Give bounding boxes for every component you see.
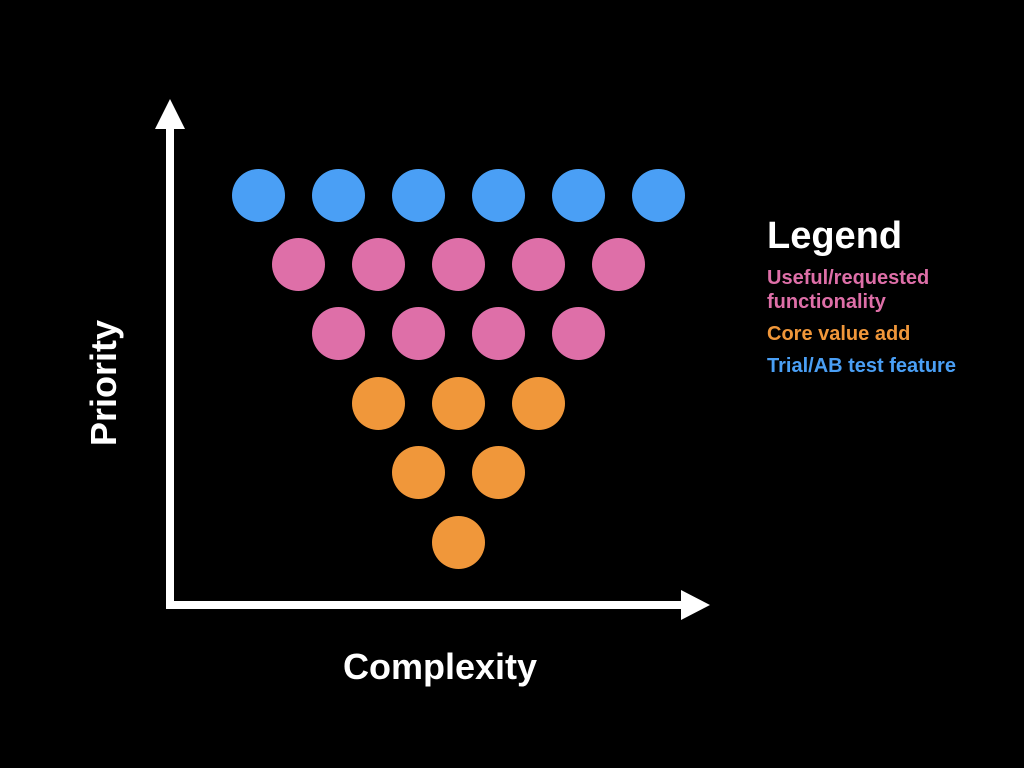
y-axis-arrow-icon — [155, 99, 185, 129]
legend-title: Legend — [767, 215, 903, 257]
data-dot-pink — [431, 237, 485, 291]
data-dot-blue — [311, 168, 365, 222]
data-dot-orange — [391, 446, 445, 500]
x-axis-label: Complexity — [342, 646, 538, 687]
data-dot-orange — [351, 376, 405, 430]
data-dot-pink — [471, 307, 525, 361]
data-dot-orange — [471, 446, 525, 500]
data-dot-orange — [431, 515, 485, 569]
data-dot-blue — [551, 168, 605, 222]
data-dot-blue — [391, 168, 445, 222]
data-dot-blue — [231, 168, 285, 222]
x-axis-arrow-icon — [681, 590, 710, 620]
data-dot-orange — [511, 376, 565, 430]
x-axis-line — [166, 601, 683, 609]
y-axis-line — [166, 124, 174, 609]
legend-item-useful-requested: Useful/requested functionality — [767, 266, 930, 313]
legend: Legend Useful/requested functionality Co… — [767, 215, 997, 386]
data-dot-pink — [311, 307, 365, 361]
legend-item-trial-ab: Trial/AB test feature — [767, 354, 956, 377]
data-dot-pink — [551, 307, 605, 361]
data-dot-pink — [511, 237, 565, 291]
data-dot-blue — [471, 168, 525, 222]
data-dot-orange — [431, 376, 485, 430]
legend-item-core-value: Core value add — [767, 322, 911, 345]
data-dot-pink — [351, 237, 405, 291]
data-dot-pink — [591, 237, 645, 291]
data-dot-blue — [631, 168, 685, 222]
data-dot-pink — [391, 307, 445, 361]
data-dot-pink — [271, 237, 325, 291]
